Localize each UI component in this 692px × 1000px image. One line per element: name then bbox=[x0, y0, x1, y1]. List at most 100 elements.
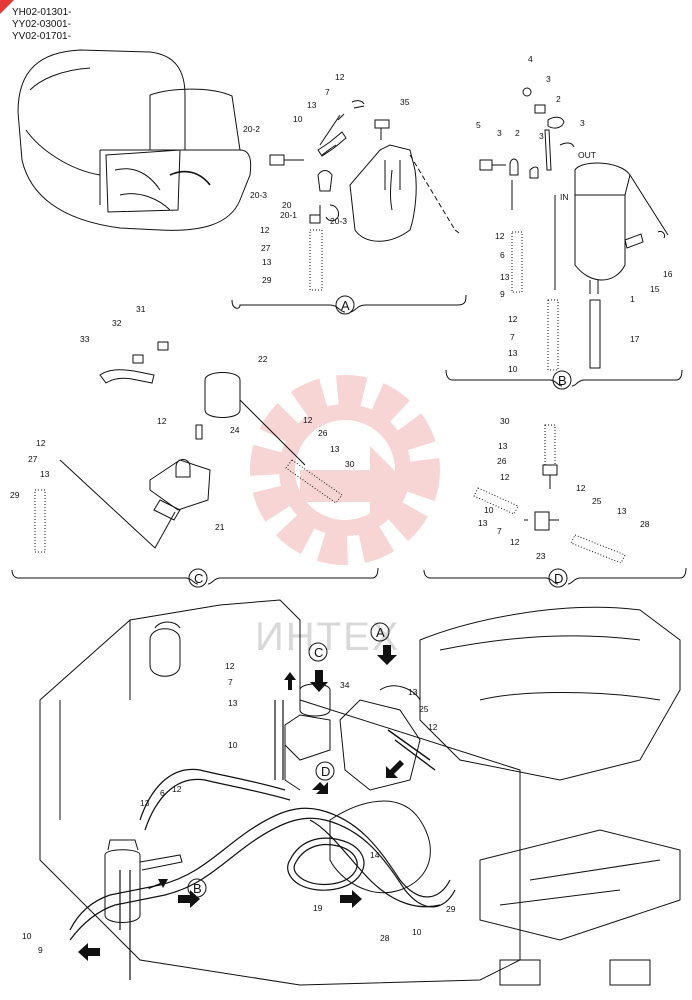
callout-a-9: 12 bbox=[260, 225, 270, 235]
engine-assembly bbox=[39, 599, 681, 986]
callout-b-8: 12 bbox=[495, 231, 505, 241]
callout-c-4: 12 bbox=[157, 416, 167, 426]
callout-b-2: 2 bbox=[556, 94, 561, 104]
callout-b-0: 4 bbox=[528, 54, 533, 64]
section-label-b: B bbox=[558, 373, 567, 388]
section-label-a: A bbox=[341, 298, 350, 313]
callout-a-4: 35 bbox=[400, 97, 410, 107]
callout-c-8: 13 bbox=[40, 469, 50, 479]
callout-c-1: 32 bbox=[112, 318, 122, 328]
callout-main-5: 13 bbox=[408, 687, 418, 697]
callout-c-10: 12 bbox=[303, 415, 313, 425]
callout-b-3: 3 bbox=[580, 118, 585, 128]
marker-label-a: A bbox=[376, 625, 385, 640]
callout-a-7: 20 bbox=[282, 200, 292, 210]
callout-main-9: 13 bbox=[140, 798, 150, 808]
callout-a-13: 20-3 bbox=[330, 216, 347, 226]
callout-c-6: 12 bbox=[36, 438, 46, 448]
callout-main-6: 25 bbox=[419, 704, 429, 714]
callout-main-4: 34 bbox=[340, 680, 350, 690]
callout-main-0: 12 bbox=[225, 661, 235, 671]
callout-b-10: 13 bbox=[500, 272, 510, 282]
callout-main-2: 13 bbox=[228, 698, 238, 708]
section-a-group: A bbox=[231, 100, 467, 315]
callout-b-18: 10 bbox=[508, 364, 518, 374]
callout-d-9: 25 bbox=[592, 496, 602, 506]
callout-d-12: 23 bbox=[536, 551, 546, 561]
fuel-hoses bbox=[69, 700, 456, 980]
callout-c-14: 21 bbox=[215, 522, 225, 532]
callout-a-11: 13 bbox=[262, 257, 272, 267]
callout-a-8: 20-1 bbox=[280, 210, 297, 220]
flow-in-label: IN bbox=[560, 192, 569, 202]
marker-label-b: B bbox=[193, 881, 202, 896]
callout-d-0: 30 bbox=[500, 416, 510, 426]
callout-main-16: 10 bbox=[412, 927, 422, 937]
callout-c-5: 24 bbox=[230, 425, 240, 435]
callout-a-12: 29 bbox=[262, 275, 272, 285]
callout-c-7: 27 bbox=[28, 454, 38, 464]
callout-b-9: 6 bbox=[500, 250, 505, 260]
callout-a-10: 27 bbox=[261, 243, 271, 253]
callout-main-12: 10 bbox=[22, 931, 32, 941]
callout-d-3: 12 bbox=[500, 472, 510, 482]
watermark-gear-icon bbox=[250, 375, 440, 565]
callout-b-11: 9 bbox=[500, 289, 505, 299]
callout-a-3: 10 bbox=[293, 114, 303, 124]
callout-main-8: 14 bbox=[370, 850, 380, 860]
callout-d-10: 13 bbox=[617, 506, 627, 516]
callout-c-9: 29 bbox=[10, 490, 20, 500]
callout-a-0: 12 bbox=[335, 72, 345, 82]
callout-d-2: 26 bbox=[497, 456, 507, 466]
callout-d-8: 12 bbox=[576, 483, 586, 493]
callout-d-6: 7 bbox=[497, 526, 502, 536]
callout-main-3: 10 bbox=[228, 740, 238, 750]
callout-d-11: 28 bbox=[640, 519, 650, 529]
callout-c-13: 30 bbox=[345, 459, 355, 469]
callout-b-1: 3 bbox=[546, 74, 551, 84]
callout-a-6: 20-3 bbox=[250, 190, 267, 200]
callout-b-17: 13 bbox=[508, 348, 518, 358]
callout-main-7: 12 bbox=[428, 722, 438, 732]
serial-line: YY02-03001- bbox=[12, 19, 71, 30]
callout-main-14: 19 bbox=[313, 903, 323, 913]
callout-b-4: 5 bbox=[476, 120, 481, 130]
callout-main-13: 9 bbox=[38, 945, 43, 955]
marker-label-c: C bbox=[314, 645, 323, 660]
serial-line: YH02-01301- bbox=[12, 7, 72, 18]
callout-b-14: 1 bbox=[630, 294, 635, 304]
callout-a-1: 7 bbox=[325, 87, 330, 97]
callout-main-10: 6 bbox=[160, 788, 165, 798]
callout-c-12: 13 bbox=[330, 444, 340, 454]
callout-d-4: 10 bbox=[484, 505, 494, 515]
main-section-markers: C A D B bbox=[187, 622, 390, 898]
callout-a-5: 20-2 bbox=[243, 124, 260, 134]
callout-b-6: 2 bbox=[515, 128, 520, 138]
callout-main-15: 28 bbox=[380, 933, 390, 943]
callout-d-7: 12 bbox=[510, 537, 520, 547]
callout-b-12: 15 bbox=[650, 284, 660, 294]
callout-d-1: 13 bbox=[498, 441, 508, 451]
callout-d-5: 13 bbox=[478, 518, 488, 528]
section-label-c: C bbox=[194, 571, 203, 586]
callout-main-11: 12 bbox=[172, 784, 182, 794]
section-label-d: D bbox=[554, 571, 563, 586]
section-c-group: C bbox=[11, 341, 379, 588]
callout-b-5: 3 bbox=[497, 128, 502, 138]
callout-b-19: 17 bbox=[630, 334, 640, 344]
callout-c-2: 33 bbox=[80, 334, 90, 344]
flow-arrows bbox=[78, 645, 404, 961]
callout-b-13: 16 bbox=[663, 269, 673, 279]
callout-a-2: 13 bbox=[307, 100, 317, 110]
section-d-group: D bbox=[423, 424, 687, 588]
callout-c-11: 26 bbox=[318, 428, 328, 438]
callout-b-16: 7 bbox=[510, 332, 515, 342]
callout-main-1: 7 bbox=[228, 677, 233, 687]
marker-label-d: D bbox=[321, 764, 330, 779]
serial-line: YV02-01701- bbox=[12, 31, 71, 42]
part-callouts: 12713103520-220-32020-11227132920-343235… bbox=[10, 54, 673, 955]
corner-marker-icon bbox=[0, 0, 14, 14]
callout-b-7: 3 bbox=[539, 131, 544, 141]
callout-c-0: 31 bbox=[136, 304, 146, 314]
